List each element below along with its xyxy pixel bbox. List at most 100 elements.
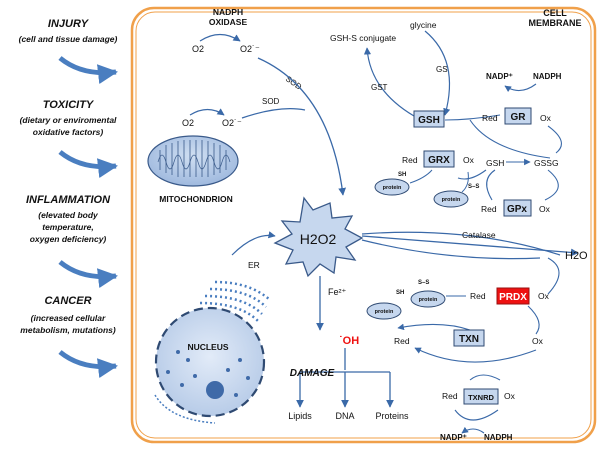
er-label: ER <box>248 260 260 270</box>
red-label: Red <box>402 155 418 165</box>
gs-label: GS <box>436 65 448 74</box>
cause-inflammation: INFLAMMATION (elevated body temperature,… <box>26 194 118 289</box>
gsh-label: GSH <box>418 115 440 126</box>
superoxide-label: O2˙⁻ <box>240 44 260 54</box>
o2-label: O2 <box>182 118 194 128</box>
mitochondrion <box>147 135 239 187</box>
red-label: Red <box>482 113 498 123</box>
cause-desc: temperature, <box>42 222 94 232</box>
h2o2-burst: H2O2 <box>273 196 364 278</box>
damage-lipids: Lipids <box>288 411 312 421</box>
ox-label: Ox <box>538 291 550 301</box>
red-label: Red <box>442 391 458 401</box>
protein-sh <box>366 302 402 320</box>
cause-desc: metabolism, mutations) <box>20 325 116 335</box>
catalase-label: Catalase <box>462 230 496 240</box>
cause-desc: oxidative factors) <box>33 127 104 137</box>
red-label: Red <box>470 291 486 301</box>
gsh-conjugate-label: GSH-S conjugate <box>330 33 396 43</box>
txn-label: TXN <box>459 334 479 345</box>
water-label: H2O <box>565 250 588 262</box>
prdx-label: PRDX <box>499 292 527 303</box>
iron-label: Fe²⁺ <box>328 287 347 297</box>
cause-arrow <box>58 150 118 179</box>
red-label: Red <box>394 336 410 346</box>
cause-desc: (dietary or enviromental <box>20 115 117 125</box>
cause-arrow <box>58 350 118 379</box>
cause-cancer: CANCER (increased cellular metabolism, m… <box>20 295 118 379</box>
red-label: Red <box>481 204 497 214</box>
ox-label: Ox <box>463 155 475 165</box>
nadp-plus-label: NADP⁺ <box>486 72 513 81</box>
ox-label: Ox <box>504 391 516 401</box>
cause-injury: INJURY (cell and tissue damage) <box>19 18 118 85</box>
ox-label: Ox <box>532 336 544 346</box>
gsh-box <box>413 110 445 128</box>
sod-to-h2o2 <box>257 57 347 196</box>
txnrd-label: TXNRD <box>468 393 494 402</box>
gr-box <box>504 107 532 125</box>
gst-label: GST <box>371 83 388 92</box>
oxidase-arc <box>199 33 241 42</box>
cause-title: INFLAMMATION <box>26 194 111 206</box>
membrane-label-1: CELL <box>543 8 567 18</box>
sod-label: SOD <box>262 97 280 106</box>
damage-title: DAMAGE <box>290 368 335 379</box>
ox-label: Ox <box>540 113 552 123</box>
sh-label: SH <box>396 290 404 296</box>
nadp-plus-label: NADP⁺ <box>440 433 467 442</box>
ss-label: S–S <box>418 280 429 286</box>
protein-ss <box>433 190 469 208</box>
cause-desc: (increased cellular <box>31 313 106 323</box>
prdx-box <box>496 287 530 305</box>
cell-membrane <box>130 6 597 444</box>
mito-arc <box>189 108 225 116</box>
cause-arrow <box>58 260 118 289</box>
sod-arrow <box>241 108 306 119</box>
ox-label: Ox <box>539 204 551 214</box>
grx-label: GRX <box>428 155 450 166</box>
cause-title: CANCER <box>44 295 91 307</box>
nadph-label: NADPH <box>533 72 562 81</box>
txn-box <box>453 329 485 347</box>
h2o2-label: H2O2 <box>300 231 337 247</box>
o2-label: O2 <box>192 44 204 54</box>
superoxide-label: O2˙⁻ <box>222 118 242 128</box>
gpx-box <box>503 199 532 217</box>
cause-desc: (elevated body <box>38 210 99 220</box>
sh-label: SH <box>398 172 406 178</box>
nadph-label: NADPH <box>484 433 513 442</box>
ss-label: S–S <box>468 184 479 190</box>
er-arrow <box>231 231 276 256</box>
damage-proteins: Proteins <box>375 411 409 421</box>
protein-sh <box>374 178 410 196</box>
protein-label: protein <box>375 309 394 315</box>
protein-label: protein <box>419 297 438 303</box>
protein-ss <box>410 290 446 308</box>
txnrd-box <box>463 388 499 405</box>
gsh-label: GSH <box>486 158 504 168</box>
gpx-label: GPx <box>507 204 527 215</box>
nucleus <box>154 306 266 424</box>
protein-label: protein <box>442 197 461 203</box>
cause-desc: oxygen deficiency) <box>30 234 107 244</box>
damage-dna: DNA <box>335 411 354 421</box>
cause-toxicity: TOXICITY (dietary or enviromental oxidat… <box>20 99 118 179</box>
cause-desc: (cell and tissue damage) <box>19 34 118 44</box>
membrane-label-2: MEMBRANE <box>529 18 582 28</box>
cause-title: TOXICITY <box>43 99 95 111</box>
endoplasmic-reticulum <box>199 280 271 322</box>
cause-arrow <box>58 56 118 85</box>
protein-label: protein <box>383 185 402 191</box>
nadph-oxidase-label: NADPH <box>213 7 243 17</box>
glycine-label: glycine <box>410 20 437 30</box>
gssg-label: GSSG <box>534 158 559 168</box>
grx-box <box>423 150 455 168</box>
hydroxyl-radical-label: ˙OH <box>339 335 359 347</box>
nucleus-label: NUCLEUS <box>187 342 228 352</box>
nadph-oxidase-label: OXIDASE <box>209 17 248 27</box>
gr-label: GR <box>511 112 527 123</box>
cause-title: INJURY <box>48 18 90 30</box>
mitochondrion-label: MITOCHONDRION <box>159 194 233 204</box>
